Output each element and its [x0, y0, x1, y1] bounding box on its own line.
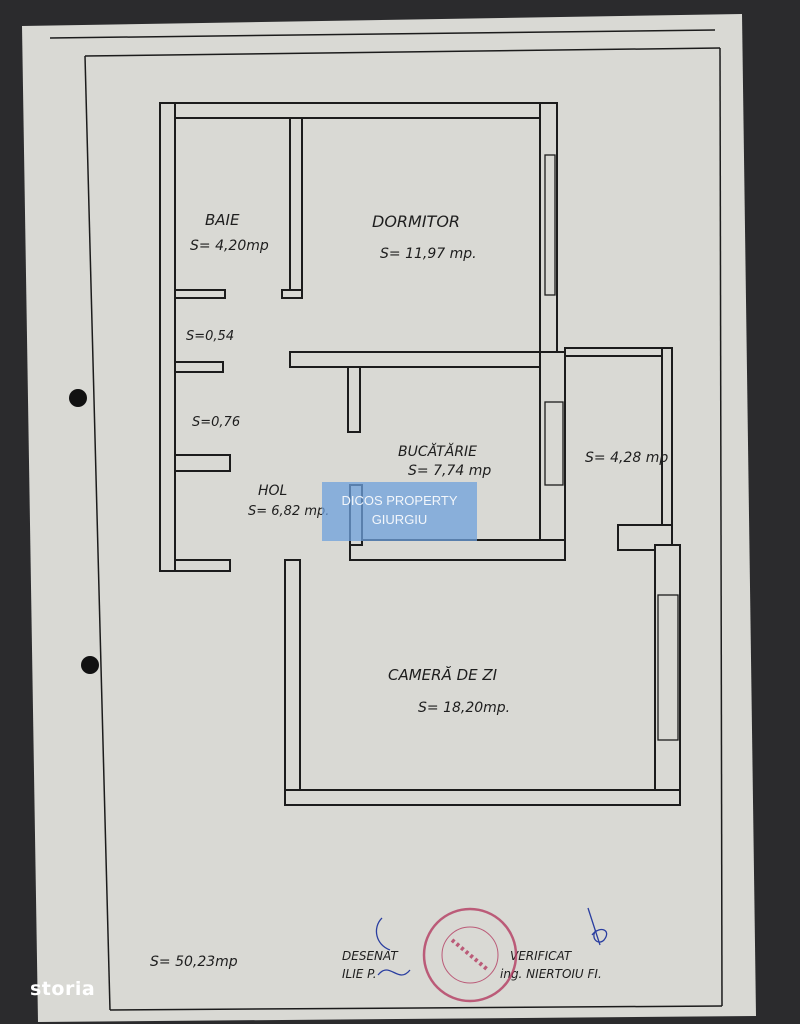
drawing-frame	[49, 29, 723, 1011]
verified-name: ing. NIERTOIU FI.	[500, 967, 602, 981]
room-area-camera-de-zi: S= 18,20mp.	[418, 700, 510, 716]
room-area-bucatarie: S= 7,74 mp	[408, 463, 491, 479]
room-name-baie: BAIE	[205, 211, 240, 229]
area-label: S=0,54	[186, 329, 234, 344]
room-name-camera-de-zi: CAMERĂ DE ZI	[388, 665, 498, 684]
room-area-hol: S= 6,82 mp.	[248, 504, 329, 519]
room-area-dormitor: S= 11,97 mp.	[380, 246, 477, 262]
area-label: S= 4,28 mp	[585, 450, 668, 466]
drawn-by-name: ILIE P.	[342, 967, 377, 981]
verified-label: VERIFICAT	[510, 949, 573, 963]
walls	[159, 102, 681, 806]
signature	[375, 907, 608, 976]
watermark: DICOS PROPERTY GIURGIU	[322, 482, 477, 541]
storia-logo: storia	[30, 978, 96, 1000]
total-area: S= 50,23mp	[150, 954, 238, 970]
watermark-line: GIURGIU	[371, 512, 428, 527]
room-name-bucatarie: BUCĂTĂRIE	[398, 443, 477, 460]
room-name-hol: HOL	[258, 483, 287, 499]
punch-hole	[81, 656, 99, 674]
room-area-baie: S= 4,20mp	[190, 238, 269, 254]
punch-hole	[69, 389, 87, 407]
area-label: S=0,76	[192, 415, 240, 430]
drawn-by-label: DESENAT	[342, 949, 399, 963]
watermark-line: DICOS PROPERTY	[341, 493, 458, 508]
room-name-dormitor: DORMITOR	[372, 212, 460, 231]
official-stamp	[422, 907, 518, 1003]
